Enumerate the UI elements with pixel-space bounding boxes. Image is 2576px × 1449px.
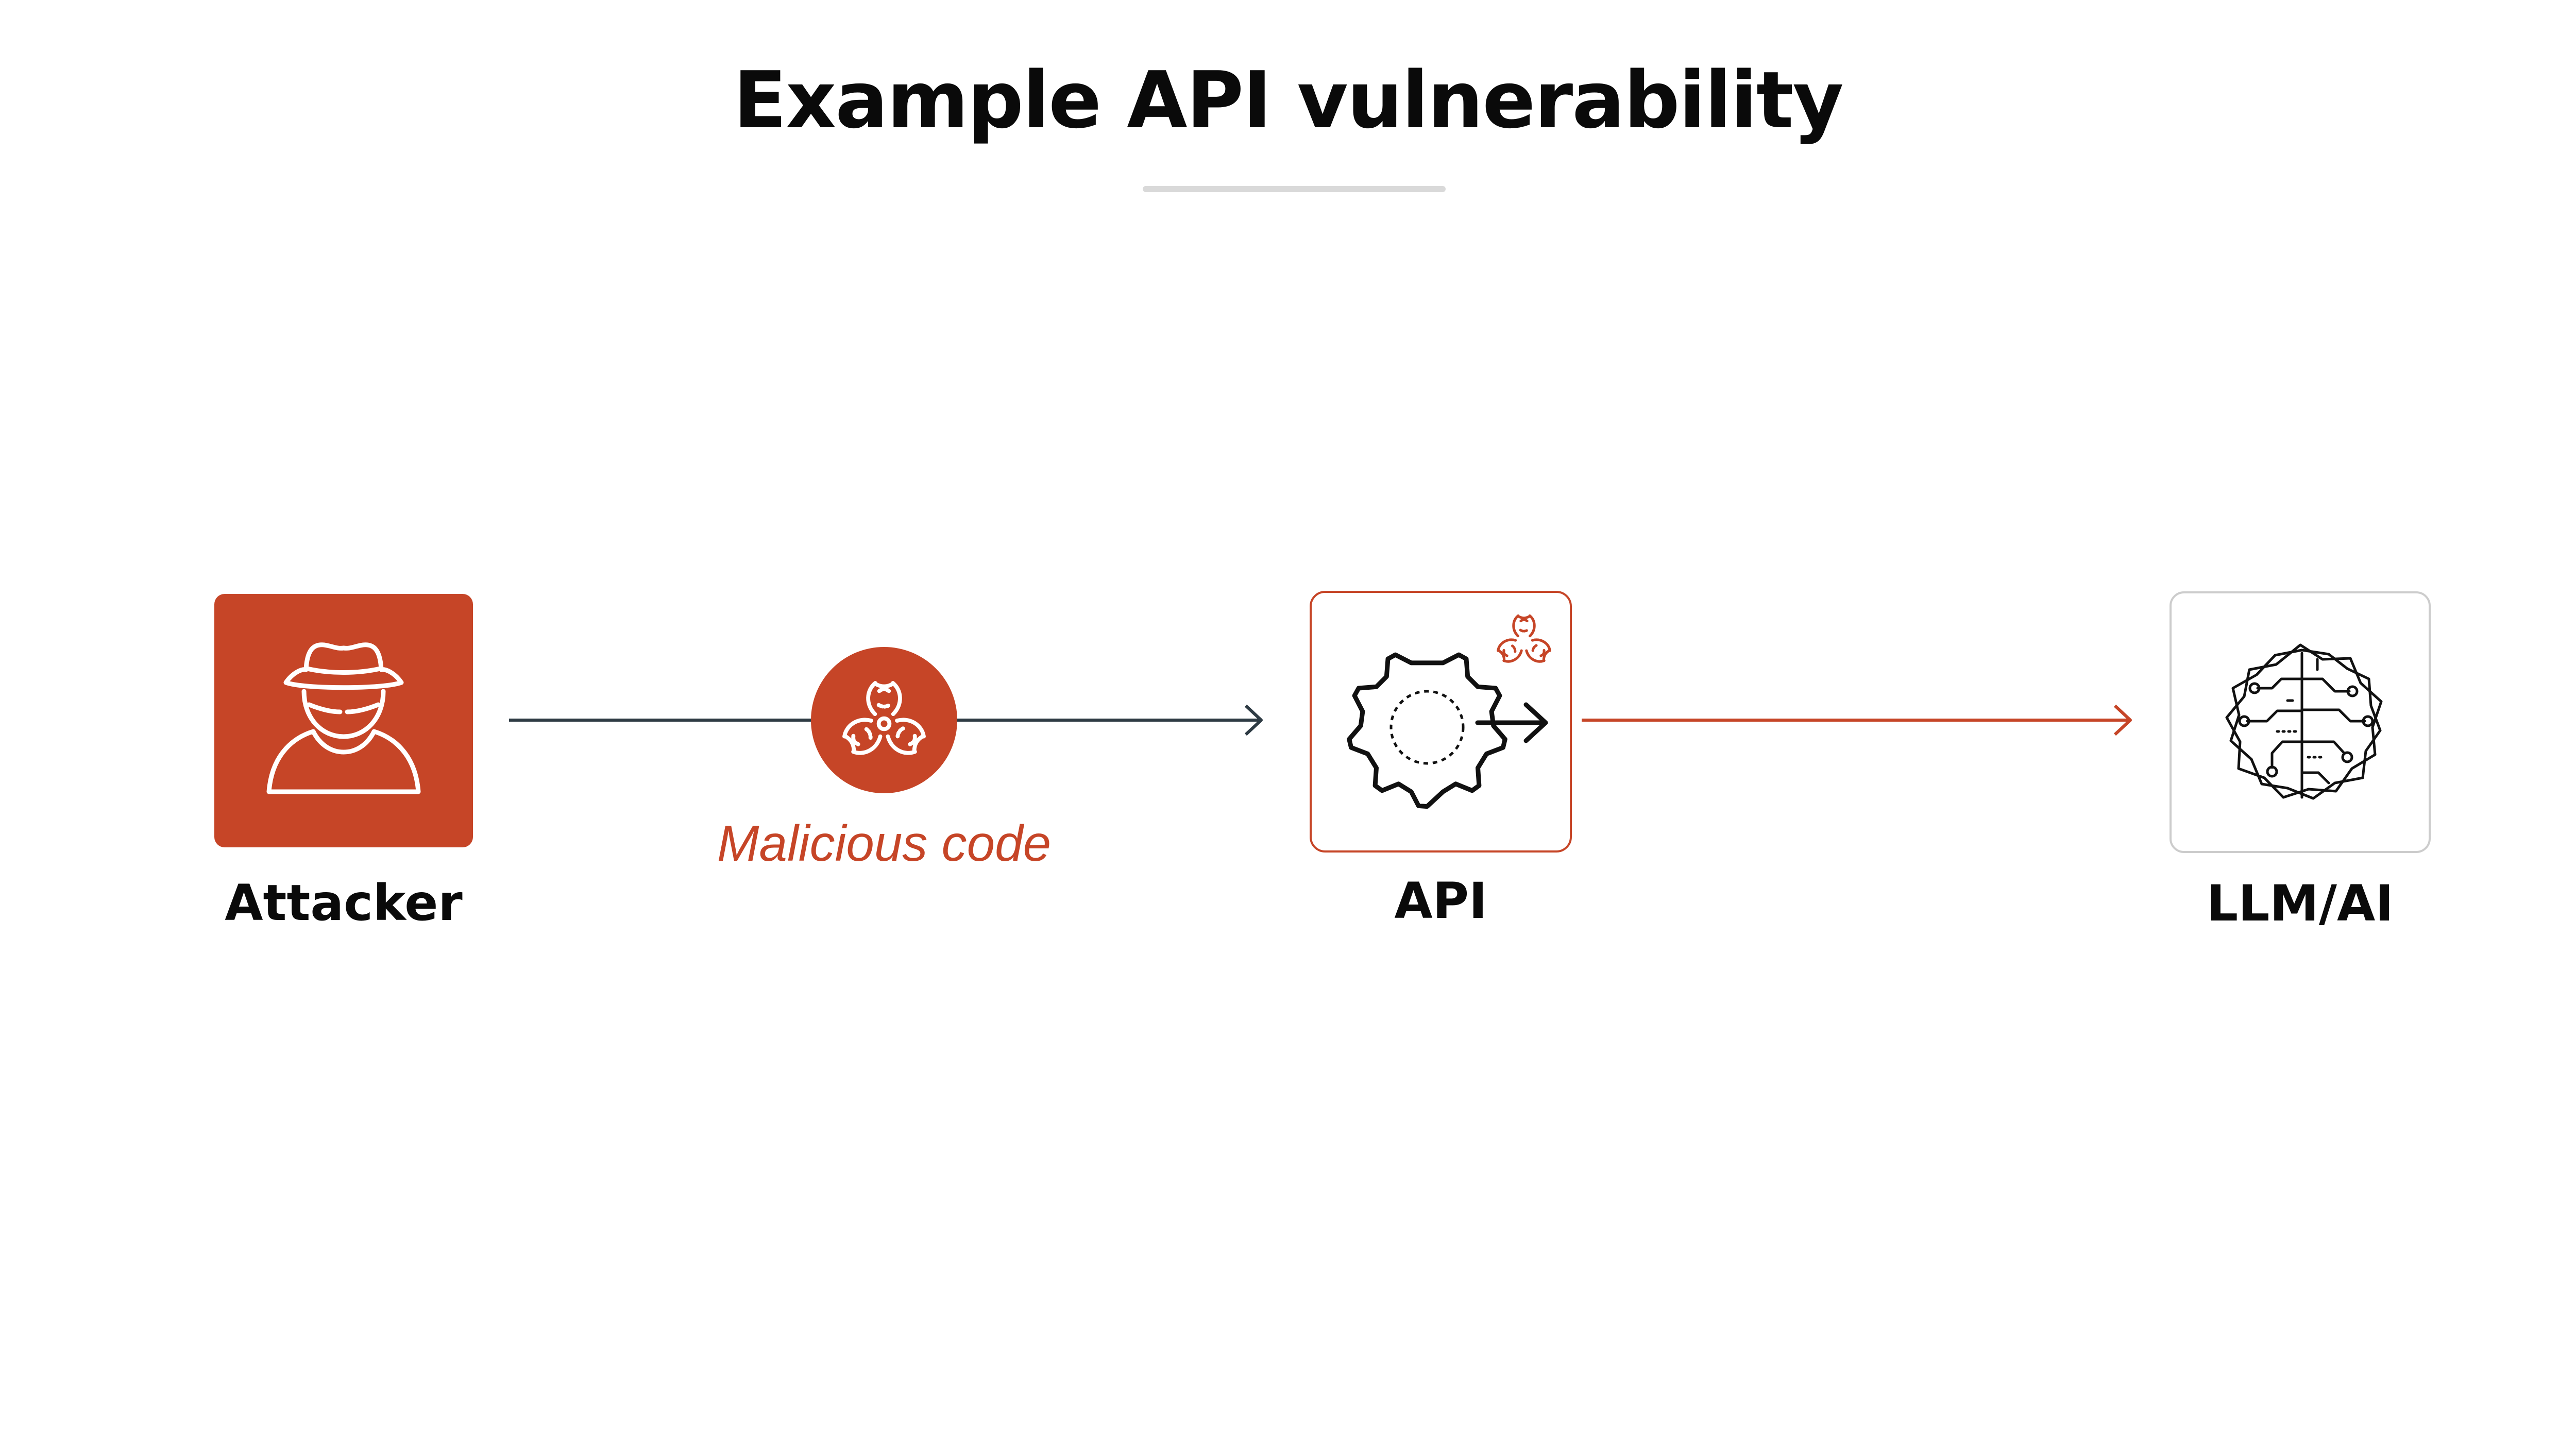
gear-dashed-ring [1389,690,1465,765]
circuit-brain-icon [2225,643,2383,800]
api-label: API [1394,872,1487,930]
connector-attacker-api-arrowhead [1244,704,1263,736]
spy-icon [266,642,421,794]
malicious-code-node [811,647,957,793]
title-divider [1143,186,1446,192]
page-title: Example API vulnerability [733,55,1843,146]
attacker-box [214,594,473,847]
llm-label: LLM/AI [2207,875,2394,932]
connector-api-llm-arrowhead [2113,704,2132,736]
biohazard-icon [841,683,927,758]
attacker-node [214,594,473,847]
attacker-label: Attacker [225,874,463,932]
gear-outline [1347,652,1507,809]
malicious-code-label: Malicious code [717,815,1052,872]
llm-box [2170,591,2431,853]
llm-node [2170,591,2431,853]
gear-arrow-icon [1347,652,1548,809]
api-node [1310,591,1572,853]
